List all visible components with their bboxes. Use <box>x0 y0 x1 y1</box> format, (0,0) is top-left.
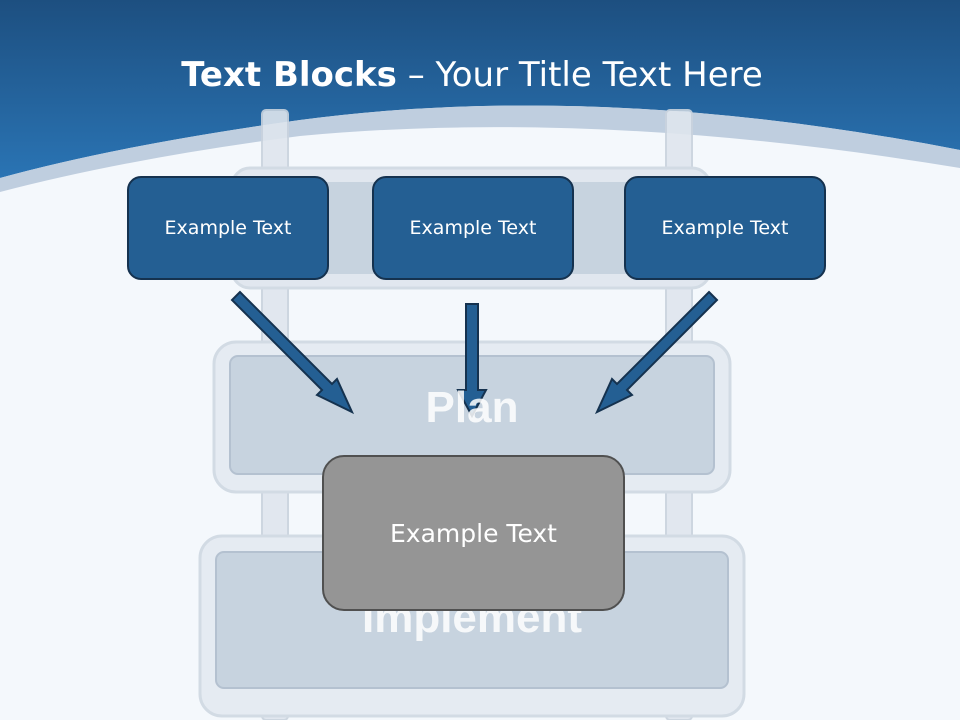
text-block-center-label: Example Text <box>409 217 537 239</box>
arrow-down-right-icon <box>230 290 355 415</box>
text-block-main-label: Example Text <box>390 518 557 548</box>
title-rest: – Your Title Text Here <box>396 55 763 95</box>
text-block-left-label: Example Text <box>164 217 292 239</box>
text-block-main[interactable]: Example Text <box>322 455 625 611</box>
sign-label-plan: Plan <box>425 383 519 432</box>
title-bold: Text Blocks <box>181 55 397 95</box>
arrows <box>230 290 719 419</box>
header-arc <box>0 105 960 192</box>
text-block-left[interactable]: Example Text <box>127 176 329 280</box>
text-block-right-label: Example Text <box>661 217 789 239</box>
arrow-down-icon <box>456 303 488 419</box>
header-band <box>0 0 960 178</box>
slide-title: Text Blocks – Your Title Text Here <box>0 52 944 98</box>
text-block-right[interactable]: Example Text <box>624 176 826 280</box>
text-block-center[interactable]: Example Text <box>372 176 574 280</box>
arrow-down-left-icon <box>594 290 719 415</box>
